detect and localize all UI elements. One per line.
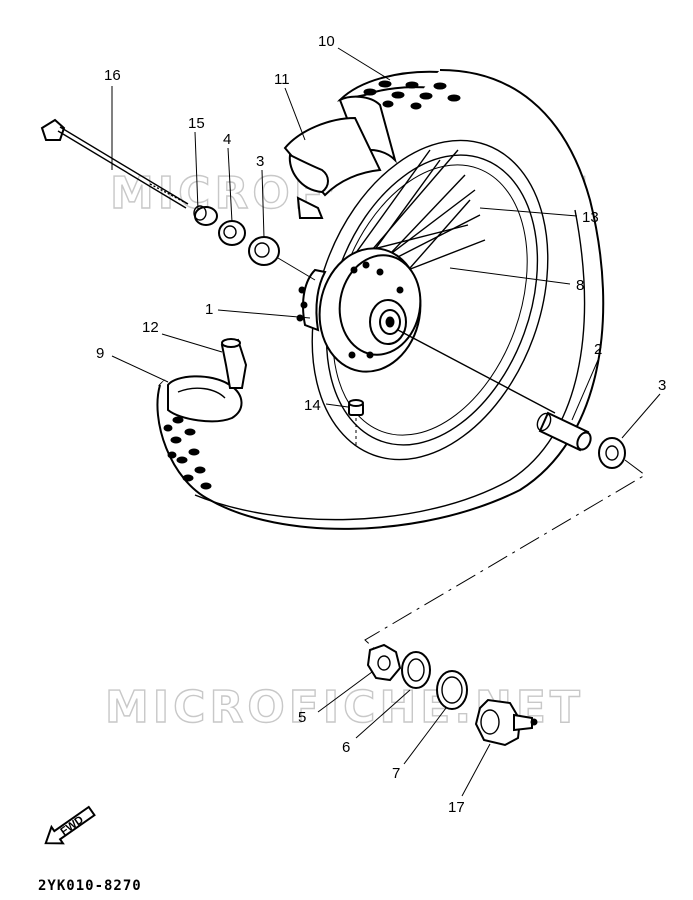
hub [296, 247, 422, 373]
callout-leaders [111, 47, 661, 797]
oil-seal-left [218, 220, 246, 246]
bearing-right [598, 437, 626, 469]
callout-13: 13 [582, 209, 599, 226]
valve-stem [220, 338, 248, 389]
tube [283, 116, 382, 219]
tire-tread-left [163, 416, 212, 490]
callout-8: 8 [576, 277, 584, 294]
tire-tread-top [363, 80, 461, 110]
balance-weight [348, 399, 364, 448]
meter-clutch [366, 643, 402, 682]
collar [193, 205, 218, 226]
callouts: 16 15 4 3 11 10 13 8 1 12 9 2 3 14 5 6 7… [96, 33, 666, 816]
part-number-code: 2YK010-8270 [38, 878, 142, 894]
callout-12: 12 [142, 319, 159, 336]
spacer [397, 329, 592, 452]
fwd-arrow: FWD [44, 805, 96, 845]
callout-17: 17 [448, 799, 465, 816]
oil-seal-right [401, 651, 431, 689]
callout-4: 4 [223, 131, 231, 148]
callout-9: 9 [96, 345, 104, 362]
callout-15: 15 [188, 115, 205, 132]
callout-7: 7 [392, 765, 400, 782]
axle [40, 118, 189, 209]
callout-14: 14 [304, 397, 321, 414]
callout-16: 16 [104, 67, 121, 84]
callout-11: 11 [274, 71, 290, 88]
callout-5: 5 [298, 709, 306, 726]
callout-10: 10 [318, 33, 335, 50]
washer [436, 670, 468, 710]
callout-3-left: 3 [256, 153, 264, 170]
callout-3-right: 3 [658, 377, 666, 394]
callout-1: 1 [205, 301, 213, 318]
callout-6: 6 [342, 739, 350, 756]
gear-unit-assy [474, 698, 538, 747]
callout-2: 2 [594, 341, 602, 358]
